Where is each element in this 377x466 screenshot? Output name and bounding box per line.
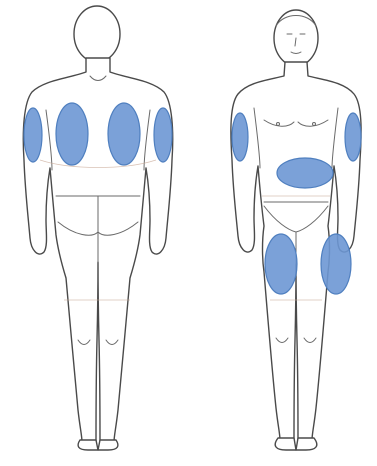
back-left-foot (78, 440, 98, 450)
back-upper-back-right-site (108, 103, 140, 165)
back-right-foot (98, 440, 118, 450)
back-upper-arm-right-site (154, 108, 172, 162)
back-view-figure (23, 6, 172, 450)
back-upper-back-left-site (56, 103, 88, 165)
front-thigh-left-site (265, 234, 297, 294)
front-upper-arm-left-site (232, 113, 248, 161)
front-upper-arm-right-site (345, 113, 361, 161)
front-thigh-right-site (321, 234, 351, 294)
front-view-figure (231, 10, 361, 450)
front-abdomen-site (277, 158, 333, 188)
back-head (74, 6, 120, 62)
front-right-foot (296, 438, 317, 450)
front-left-foot (275, 438, 296, 450)
back-upper-arm-left-site (24, 108, 42, 162)
